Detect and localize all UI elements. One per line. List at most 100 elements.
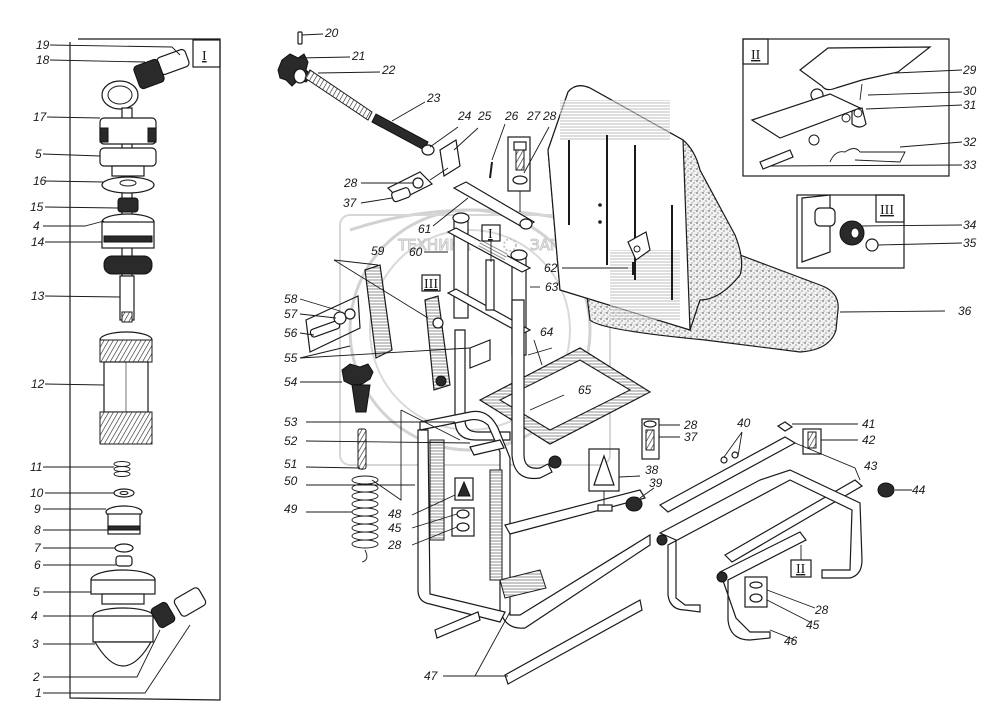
callout-48: 48 <box>388 507 402 521</box>
inset-II-label: II <box>751 48 761 63</box>
callout-65: 65 <box>578 383 592 397</box>
callout-46: 46 <box>784 634 798 648</box>
callout-32: 32 <box>963 135 977 149</box>
callout-20: 20 <box>324 26 339 40</box>
callout-13: 13 <box>31 289 45 303</box>
slider-rail-group: III 59 58 57 56 55 54 <box>284 244 511 441</box>
callout-5: 5 <box>35 147 42 161</box>
callout-50: 50 <box>284 474 298 488</box>
callout-5b: 5 <box>33 585 40 599</box>
spring-49 <box>351 461 379 563</box>
callout-28e: 28 <box>814 603 829 617</box>
inset-I: I <box>30 38 221 701</box>
callout-21: 21 <box>351 49 365 63</box>
callout-61: 61 <box>418 222 431 236</box>
inline-marker-II: II <box>796 562 806 577</box>
callout-18: 18 <box>36 53 50 67</box>
callout-53: 53 <box>284 415 298 429</box>
callout-26: 26 <box>504 109 519 123</box>
inset-I-label: I <box>202 49 207 64</box>
callout-41: 41 <box>862 417 875 431</box>
watermark: ТЕХНИКА ЗАПЧАСТИ <box>339 208 613 466</box>
lower-frame-group: 64 65 53 52 51 50 49 48 45 28 47 28 37 3… <box>284 299 699 685</box>
callout-43: 43 <box>864 459 878 473</box>
callout-3: 3 <box>32 637 39 651</box>
callout-24: 24 <box>457 109 472 123</box>
callout-22: 22 <box>381 63 396 77</box>
callout-15: 15 <box>30 200 44 214</box>
callout-10: 10 <box>30 486 44 500</box>
callout-63: 63 <box>545 280 559 294</box>
callout-12: 12 <box>31 377 45 391</box>
callout-56: 56 <box>284 326 298 340</box>
callout-45b: 45 <box>806 618 820 632</box>
elbow-fitting <box>101 48 190 110</box>
callout-27: 27 <box>526 109 542 123</box>
callout-58: 58 <box>284 292 298 306</box>
callout-25: 25 <box>477 109 492 123</box>
callout-9: 9 <box>34 502 41 516</box>
callout-47: 47 <box>424 669 439 683</box>
callout-28a: 28 <box>542 109 557 123</box>
callout-28d: 28 <box>683 418 698 432</box>
slider-frame-group: I 61 60 63 <box>409 181 559 356</box>
callout-55: 55 <box>284 351 298 365</box>
callout-54: 54 <box>284 375 298 389</box>
callout-64: 64 <box>540 325 554 339</box>
callout-14: 14 <box>31 235 45 249</box>
inset-III-label: III <box>880 203 894 218</box>
callout-17: 17 <box>33 110 48 124</box>
inset-I-callouts: 19 18 17 5 16 15 4 14 13 12 11 10 9 8 7 … <box>30 38 191 700</box>
callout-30: 30 <box>963 84 977 98</box>
callout-37b: 37 <box>684 430 699 444</box>
callout-34: 34 <box>963 218 977 232</box>
callout-35: 35 <box>963 236 977 250</box>
callout-49: 49 <box>284 502 298 516</box>
spring-11 <box>113 461 131 477</box>
right-frame-group: II 40 41 42 43 44 28 45 46 <box>656 416 926 648</box>
callout-44: 44 <box>912 483 926 497</box>
callout-33: 33 <box>963 158 977 172</box>
callout-52: 52 <box>284 434 298 448</box>
callout-28c: 28 <box>387 538 402 552</box>
cylinder-12 <box>99 331 153 445</box>
callout-4b: 4 <box>31 609 38 623</box>
inline-marker-III: III <box>424 277 438 292</box>
seat-36: 62 36 <box>544 85 972 353</box>
callout-57: 57 <box>284 307 299 321</box>
gear-logo-icon <box>503 238 517 252</box>
callout-40: 40 <box>737 416 751 430</box>
callout-28b: 28 <box>343 176 358 190</box>
callout-45a: 45 <box>388 521 402 535</box>
inset-III: III 34 35 <box>796 194 977 269</box>
callout-16: 16 <box>33 174 47 188</box>
callout-51: 51 <box>284 457 297 471</box>
nut-17 <box>99 117 157 145</box>
valve-body-14 <box>101 213 155 275</box>
callout-59: 59 <box>371 244 385 258</box>
callout-19: 19 <box>36 38 50 52</box>
callout-38: 38 <box>645 463 659 477</box>
adjuster-screw-group: 20 21 22 23 24 25 26 27 28 28 37 <box>277 26 557 212</box>
callout-42: 42 <box>862 433 876 447</box>
callout-4: 4 <box>33 219 40 233</box>
callout-29: 29 <box>962 63 977 77</box>
callout-60: 60 <box>409 245 423 259</box>
callout-36: 36 <box>958 304 972 318</box>
callout-37a: 37 <box>343 196 358 210</box>
callout-2: 2 <box>32 670 40 684</box>
callout-39: 39 <box>649 476 663 490</box>
inset-II: II 29 30 31 32 33 <box>742 38 977 177</box>
callout-23: 23 <box>426 91 441 105</box>
callout-6: 6 <box>34 558 41 572</box>
callout-11: 11 <box>30 460 42 474</box>
callout-7: 7 <box>34 541 42 555</box>
housing-3 <box>92 587 207 667</box>
callout-8: 8 <box>34 523 41 537</box>
callout-1: 1 <box>35 686 42 700</box>
callout-62: 62 <box>544 261 558 275</box>
callout-31: 31 <box>963 98 976 112</box>
inline-marker-I: I <box>488 227 493 242</box>
watermark-text-left: ТЕХНИКА <box>397 236 471 254</box>
